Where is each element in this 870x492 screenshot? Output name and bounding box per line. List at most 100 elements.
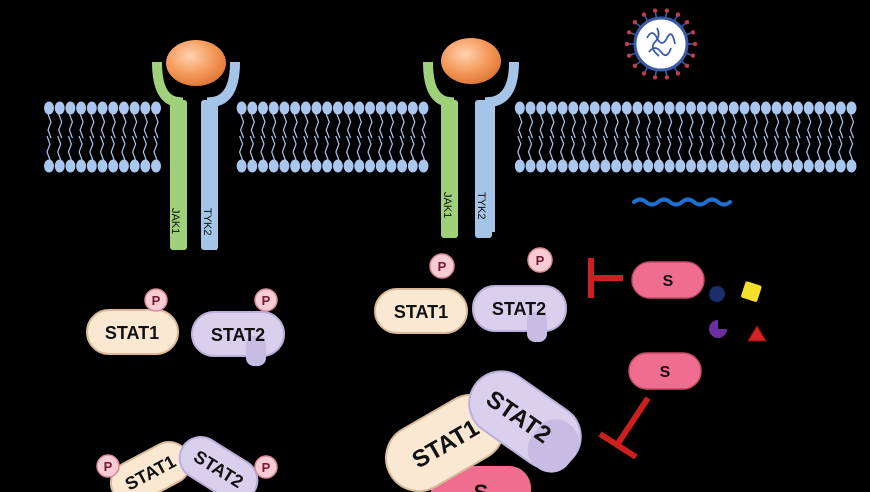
receptor-complex-left: JAK1 TYK2 (152, 40, 240, 250)
lipid-head (290, 159, 301, 173)
lipid-head (579, 101, 589, 115)
lipid-tail (67, 113, 74, 161)
lipid-head (407, 101, 418, 115)
lipid-head (300, 101, 311, 115)
stat1-protein (374, 288, 468, 334)
lipid-head (546, 101, 557, 115)
virus-spike-tip (684, 19, 690, 25)
phosphate-label: P (262, 460, 271, 475)
lipid-head (771, 101, 782, 115)
lipid-tail (752, 113, 758, 161)
phosphate-label: P (104, 459, 113, 474)
lipid-tail (313, 113, 320, 161)
lipid-head (86, 101, 97, 115)
lipid-head (129, 159, 140, 173)
lipid-head (814, 101, 825, 115)
stat2-tail (527, 312, 547, 342)
lipid-head (97, 159, 108, 173)
lipid-head (589, 101, 600, 115)
lipid-head (750, 159, 761, 173)
inhibitor-label: S (663, 273, 674, 290)
lipid-head (793, 101, 803, 115)
jak1-label: JAK1 (169, 208, 181, 234)
lipid-head (643, 159, 654, 173)
virus-spike-tip (675, 71, 681, 76)
lipid-head (750, 101, 761, 115)
lipid-head (825, 159, 836, 173)
virus-spike-tip (632, 19, 638, 25)
lipid-head (514, 159, 525, 173)
lipid-head (739, 159, 750, 173)
lipid-tail (602, 113, 609, 161)
lipid-tail (388, 113, 395, 161)
lipid-tail (624, 113, 630, 161)
lipid-head (140, 159, 151, 173)
lipid-head (814, 159, 825, 173)
virus-spike-tip (664, 75, 670, 80)
lipid-tail (410, 113, 416, 161)
virus-spike-tip (675, 12, 681, 17)
lipid-head (653, 159, 664, 173)
rna-strand-icon (632, 197, 732, 207)
lipid-tail (303, 113, 309, 161)
lipid-head (386, 159, 397, 173)
lipid-head (653, 101, 664, 115)
lipid-head (568, 101, 579, 115)
tyk2-label: TYK2 (475, 192, 487, 220)
phosphate-badge (527, 247, 553, 273)
phosphate-badge (429, 253, 455, 279)
lipid-head (311, 159, 322, 173)
lipid-head (739, 101, 750, 115)
virus-spike-tip (652, 75, 658, 80)
lipid-head (44, 159, 54, 173)
lipid-head (525, 101, 536, 115)
lipid-tail (238, 113, 245, 161)
lipid-head (846, 159, 857, 173)
lipid-tail (656, 113, 662, 161)
inhibitor-label: S (660, 364, 671, 381)
lipid-tail (345, 113, 352, 161)
phosphate-badge (254, 455, 278, 479)
stat2-label: STAT2 (211, 325, 265, 345)
lipid-head (258, 101, 268, 115)
lipid-tail (827, 113, 833, 161)
inhibitor-s-protein (628, 352, 702, 390)
inhibitor-label: S (474, 480, 489, 492)
lipid-tail (420, 113, 427, 161)
jak1-bar (441, 100, 458, 238)
lipid-head (418, 159, 429, 173)
stat1-protein (86, 309, 179, 355)
lipid-head (140, 101, 151, 115)
lipid-head (536, 159, 547, 173)
tyk2-bar (201, 100, 218, 250)
lipid-head (129, 101, 140, 115)
lipid-head (600, 101, 611, 115)
phosphate-badge (96, 454, 120, 478)
lipid-tail (260, 113, 266, 161)
stat2-tail (246, 336, 266, 366)
phosphate-label: P (438, 259, 447, 274)
phosphate-label: P (152, 293, 161, 308)
lipid-tail (613, 113, 619, 161)
lipid-head (386, 101, 397, 115)
lipid-head (268, 101, 279, 115)
lipid-tail (378, 113, 384, 161)
lipid-tail (688, 113, 694, 161)
lipid-head (108, 159, 119, 173)
stat2-label: STAT2 (492, 299, 546, 319)
virus-spike-tip (632, 63, 638, 69)
lipid-head (118, 159, 129, 173)
lipid-head (65, 159, 76, 173)
lipid-tail (634, 113, 641, 161)
tyk2-label: TYK2 (201, 208, 213, 236)
virus-spike-tip (690, 30, 696, 35)
virus-spike-tip (641, 12, 647, 17)
lipid-tail (773, 113, 780, 161)
lipid-tail (57, 113, 63, 161)
stat-pair-middle: STAT1 STAT2 P P (374, 247, 567, 342)
lipid-head (546, 159, 557, 173)
lipid-tail (795, 113, 801, 161)
lipid-head (258, 159, 268, 173)
lipid-head (803, 101, 814, 115)
